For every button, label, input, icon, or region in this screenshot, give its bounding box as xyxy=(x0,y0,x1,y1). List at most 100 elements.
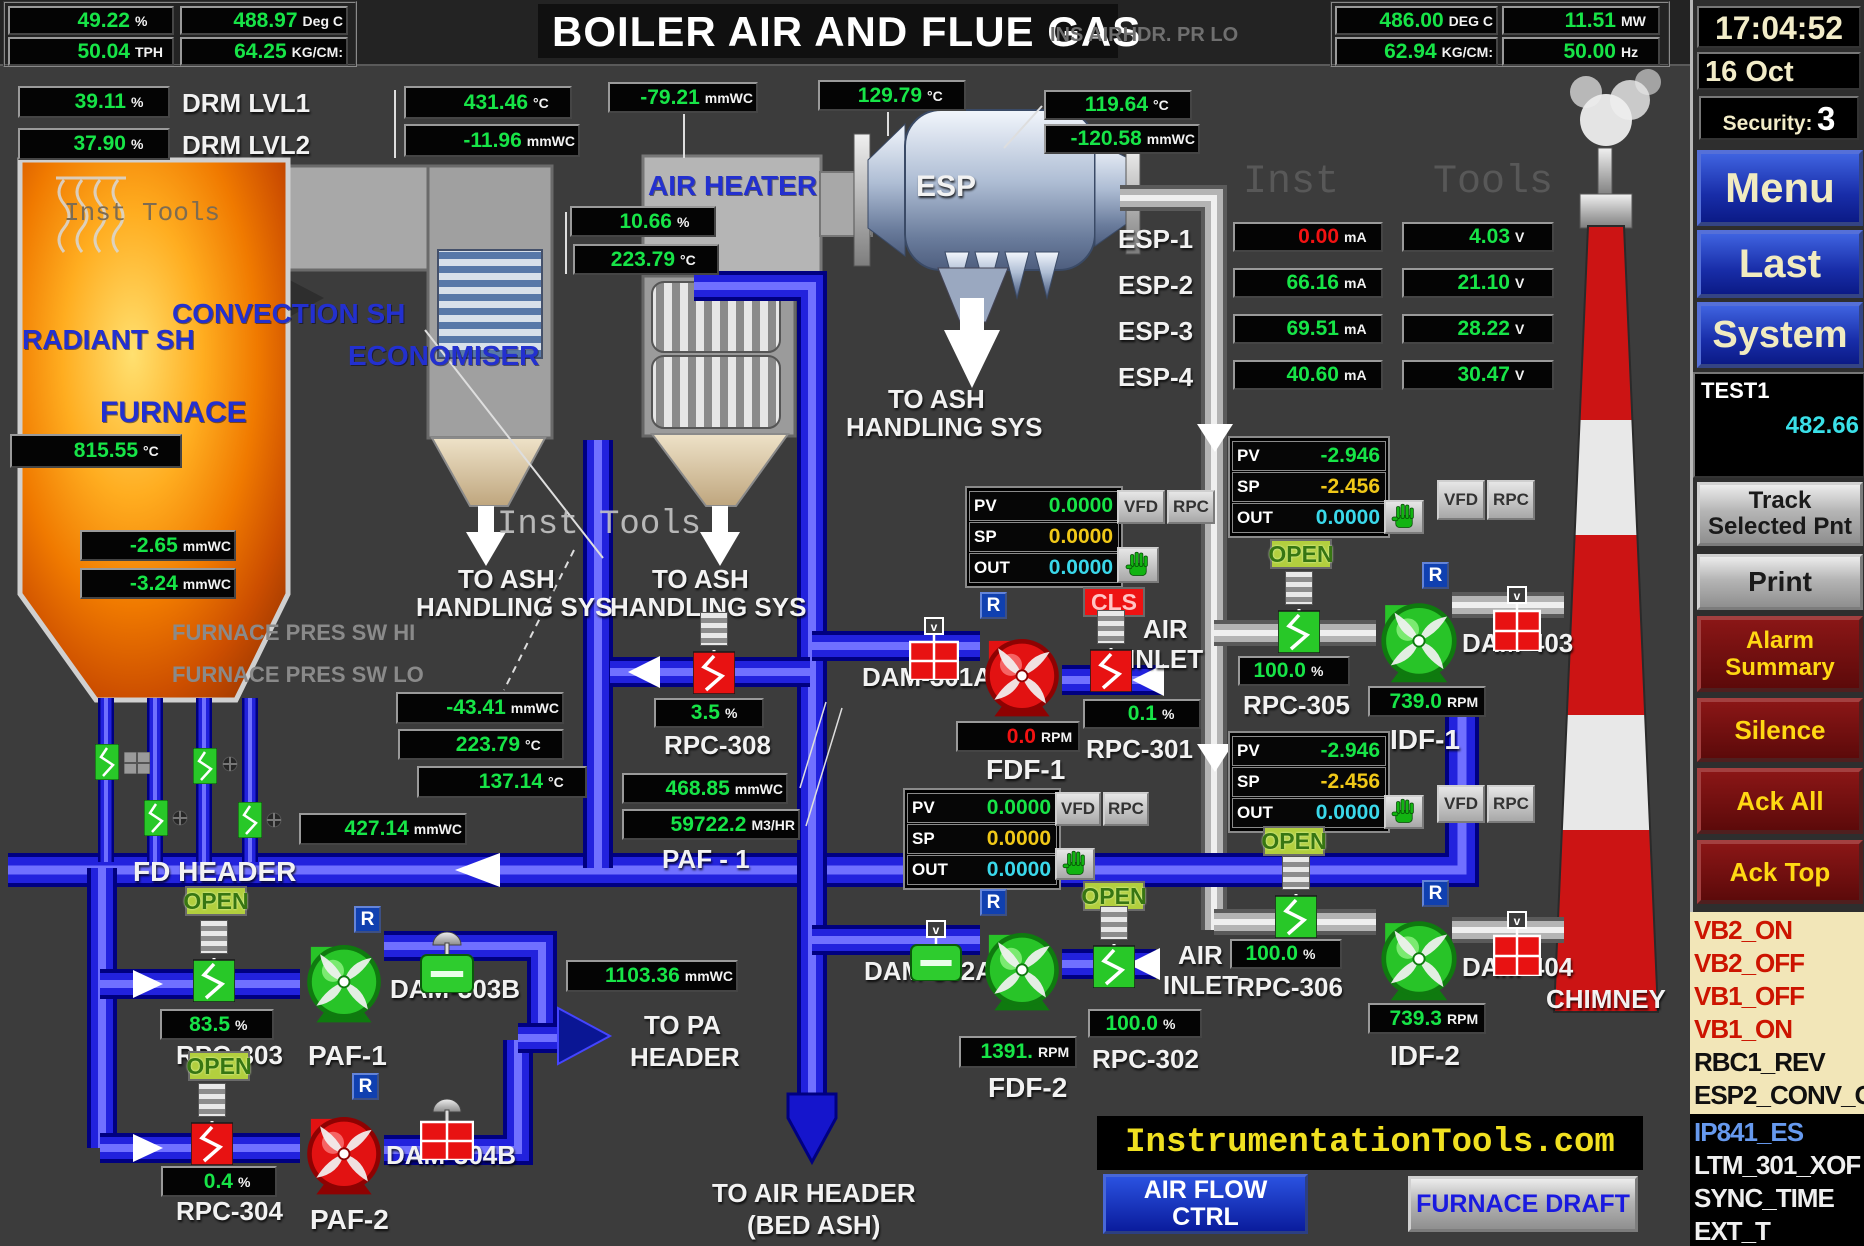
meter-value: 30.47 xyxy=(1457,363,1510,386)
hand-icon xyxy=(1125,551,1148,576)
svg-text:v: v xyxy=(933,923,940,937)
watermark-topright: Inst Tools xyxy=(1243,160,1554,205)
rpc302-valve[interactable] xyxy=(1092,938,1136,989)
fdf-2-fan[interactable] xyxy=(976,922,1068,1014)
ack-all-button[interactable]: Ack All xyxy=(1697,768,1863,834)
paf1-flow-label: PAF - 1 xyxy=(662,844,750,874)
meter-unit: % xyxy=(1162,706,1175,722)
track-selected-pnt-button[interactable]: Track Selected Pnt xyxy=(1697,482,1863,546)
riser-valve-2[interactable] xyxy=(192,747,218,785)
meter-unit: % xyxy=(1163,1015,1176,1032)
dam-403[interactable]: v xyxy=(1492,585,1542,653)
alarm-summary-button[interactable]: Alarm Summary xyxy=(1697,616,1863,692)
rpc306-valve[interactable] xyxy=(1274,888,1318,939)
idf2-pid-vfd-button[interactable]: VFD xyxy=(1437,785,1485,823)
alarm-log-entry[interactable]: VB2_ON xyxy=(1694,915,1793,945)
rpc304-state: OPEN xyxy=(186,1051,252,1081)
paf-2-fan[interactable] xyxy=(298,1106,390,1198)
idf1-label: IDF-1 xyxy=(1390,724,1460,755)
rpc304-valve[interactable] xyxy=(190,1115,234,1166)
instrumentationtools-banner: InstrumentationTools.com xyxy=(1097,1116,1643,1170)
idf-2-fan[interactable] xyxy=(1372,910,1466,1004)
row-value: -2.456 xyxy=(1320,770,1380,793)
rpc308-valve[interactable] xyxy=(692,644,736,695)
process-meter: 10.66% xyxy=(570,206,716,237)
eco-ash-2: HANDLING SYS xyxy=(416,592,613,622)
menu-button[interactable]: Menu xyxy=(1697,150,1863,226)
system-button[interactable]: System xyxy=(1697,302,1863,368)
status-log-entry[interactable]: LTM_301_XOF xyxy=(1694,1150,1861,1180)
fdf-1-fan[interactable] xyxy=(976,628,1068,720)
print-button[interactable]: Print xyxy=(1697,554,1863,610)
alarm-log-entry[interactable]: VB2_OFF xyxy=(1694,948,1805,978)
meter-value: 50.04 xyxy=(77,39,130,63)
fdf1-pid-rpc-button[interactable]: RPC xyxy=(1167,490,1215,524)
dam-303b[interactable] xyxy=(420,929,474,994)
rpc303-valve[interactable] xyxy=(192,952,236,1003)
idf2-pid-rpc-button[interactable]: RPC xyxy=(1487,785,1535,823)
riser-valve-1[interactable] xyxy=(94,743,120,781)
status-log-entry[interactable]: IP841_ES xyxy=(1694,1117,1804,1147)
meter-value: 21.10 xyxy=(1457,271,1510,294)
ack-top-button[interactable]: Ack Top xyxy=(1697,840,1863,904)
riser-valve-3[interactable] xyxy=(143,799,169,837)
meter-value: 49.22 xyxy=(77,8,130,32)
fdf1-pid-manual-hand-button[interactable] xyxy=(1117,547,1159,583)
meter-value: 59722.2 xyxy=(670,812,747,836)
idf2-pid-manual-hand-button[interactable] xyxy=(1384,795,1424,829)
alarm-log-entry[interactable]: VB1_OFF xyxy=(1694,981,1805,1011)
idf-1-fan[interactable] xyxy=(1372,592,1466,686)
fdf2-pid-manual-hand-button[interactable] xyxy=(1055,848,1095,880)
idf1-pid-rpc-button[interactable]: RPC xyxy=(1487,480,1535,520)
row-value: 0.0000 xyxy=(986,827,1051,850)
furnace-draft-button[interactable]: FURNACE DRAFT xyxy=(1408,1176,1638,1232)
dam-301a[interactable]: v xyxy=(908,616,960,682)
riser-valve-4[interactable] xyxy=(237,801,263,839)
idf1-pid-manual-hand-button[interactable] xyxy=(1384,500,1424,534)
silence-button[interactable]: Silence xyxy=(1697,698,1863,762)
last-button[interactable]: Last xyxy=(1697,230,1863,298)
to-airheader-1: TO AIR HEADER xyxy=(712,1178,916,1208)
air-flow-ctrl-button[interactable]: AIR FLOW CTRL xyxy=(1103,1174,1308,1234)
meter-unit: % xyxy=(235,1016,248,1033)
meter-unit: V xyxy=(1515,321,1525,337)
duct-structures xyxy=(236,154,873,507)
meter-unit: KG/CM: xyxy=(1441,43,1493,60)
alarm-log-entry[interactable]: RBC1_REV xyxy=(1694,1047,1826,1077)
rpc306-valve-actuator xyxy=(1282,856,1310,890)
fdf1-pid-vfd-button[interactable]: VFD xyxy=(1117,490,1165,524)
alarm-log-entry[interactable]: VB1_ON xyxy=(1694,1014,1793,1044)
meter-unit: % xyxy=(131,136,144,152)
status-log-entry[interactable]: SYNC_TIME xyxy=(1694,1183,1835,1213)
meter-unit: mmWC xyxy=(526,132,575,149)
paf-1-fan[interactable] xyxy=(298,934,390,1026)
dam-304b[interactable] xyxy=(419,1096,475,1162)
furnace-riser-pipes xyxy=(98,698,258,862)
meter-value: 486.00 xyxy=(1379,8,1444,32)
idf1-pid-sp-row: SP-2.456 xyxy=(1232,472,1386,502)
fdf2-pid-rpc-button[interactable]: RPC xyxy=(1103,792,1149,826)
rpc302-label: RPC-302 xyxy=(1092,1044,1199,1074)
dam-302a[interactable]: v xyxy=(910,919,962,982)
dam-404[interactable]: v xyxy=(1492,910,1542,978)
air-flow-line2: CTRL xyxy=(1172,1203,1239,1231)
status-log-entry[interactable]: EXT_T xyxy=(1694,1216,1771,1246)
meter-value: 28.22 xyxy=(1457,317,1510,340)
alarm-log-entry[interactable]: ESP2_CONV_ON xyxy=(1694,1080,1864,1110)
furnace-pres-lo: FURNACE PRES SW LO xyxy=(172,662,424,687)
fdf2-pid-vfd-button[interactable]: VFD xyxy=(1055,792,1101,826)
rpc305-valve[interactable] xyxy=(1277,603,1321,654)
idf1-pid-vfd-button[interactable]: VFD xyxy=(1437,480,1485,520)
rpc301-valve[interactable] xyxy=(1089,642,1133,693)
